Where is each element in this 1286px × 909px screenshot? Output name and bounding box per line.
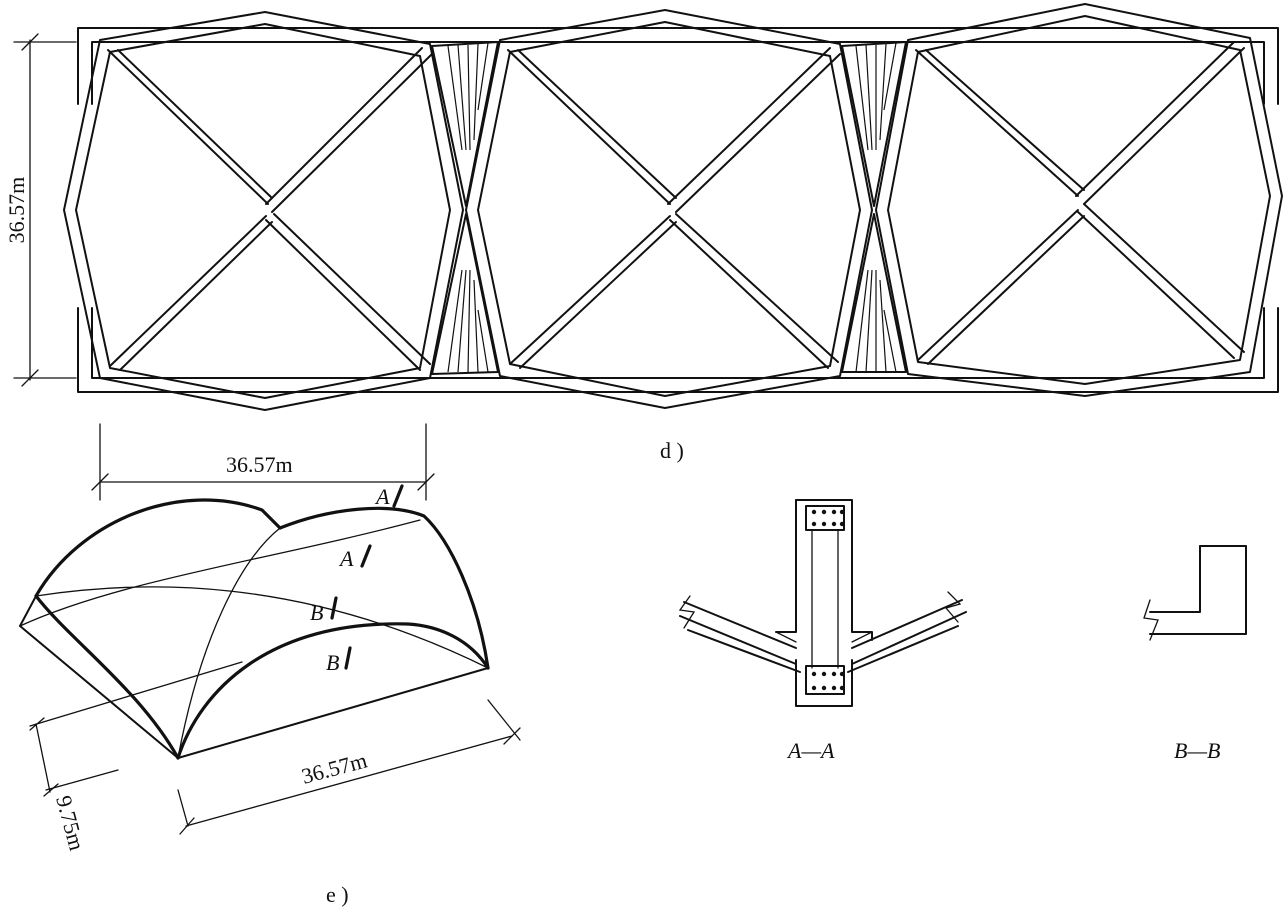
iso-base <box>19 595 489 759</box>
iso-dimension-top-label: 36.57m <box>226 452 293 477</box>
iso-dimension-bottom-label: 36.57m <box>299 747 370 788</box>
isometric-view: A A B B 36.57m 36.57m <box>19 423 521 907</box>
iso-dimension-bottom: 36.57m <box>177 699 521 835</box>
iso-caption: e ) <box>326 882 349 907</box>
iso-dimension-top: 36.57m <box>91 423 435 501</box>
section-aa: A—A <box>678 499 967 763</box>
iso-section-marks: A A B B <box>310 484 404 675</box>
iso-section-mark-a1: A <box>374 484 390 509</box>
iso-shell <box>19 498 490 760</box>
iso-section-mark-b2: B <box>326 650 339 675</box>
shell-unit-2 <box>465 9 873 409</box>
shell-unit-1 <box>63 11 464 411</box>
plan-caption: d ) <box>660 438 684 463</box>
iso-section-mark-a2: A <box>338 546 354 571</box>
gutter-1 <box>431 41 499 375</box>
aa-reinforcement <box>811 509 845 691</box>
plan-dimension-label: 36.57m <box>4 177 29 244</box>
section-bb-label: B—B <box>1174 738 1220 763</box>
iso-section-mark-b1: B <box>310 600 323 625</box>
plan-dimension-vertical: 36.57m <box>4 33 77 387</box>
gutter-2 <box>841 41 907 373</box>
iso-dimension-rise: 9.75m <box>29 661 243 853</box>
section-aa-label: A—A <box>786 738 835 763</box>
shell-unit-3 <box>875 3 1283 397</box>
plan-view: 36.57m d ) <box>4 3 1283 463</box>
section-bb: B—B <box>1143 545 1247 763</box>
iso-dimension-rise-label: 9.75m <box>51 793 90 853</box>
